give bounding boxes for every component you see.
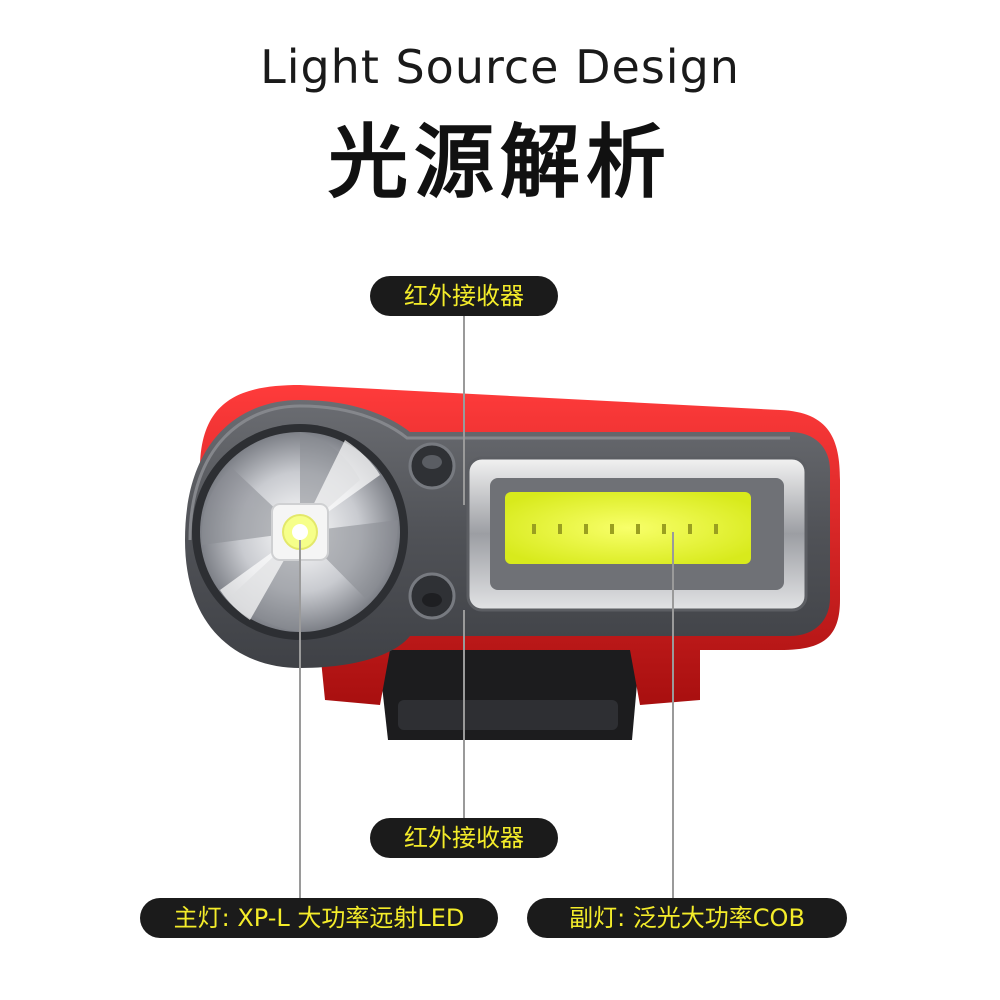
label-sub-light: 副灯: 泛光大功率COB bbox=[527, 898, 847, 938]
title-english: Light Source Design bbox=[260, 40, 740, 94]
strap-highlight bbox=[398, 700, 618, 730]
leader-line-main bbox=[299, 540, 301, 898]
leader-line-sub bbox=[672, 532, 674, 898]
cob-light bbox=[505, 492, 751, 564]
label-ir-receiver-bottom: 红外接收器 bbox=[370, 818, 558, 858]
leader-line-ir-bottom bbox=[463, 610, 465, 820]
title-chinese: 光源解析 bbox=[328, 116, 672, 209]
cob-led-dots bbox=[532, 524, 718, 534]
label-ir-receiver-top: 红外接收器 bbox=[370, 276, 558, 316]
leader-line-ir-top bbox=[463, 315, 465, 505]
label-main-light: 主灯: XP-L 大功率远射LED bbox=[140, 898, 498, 938]
